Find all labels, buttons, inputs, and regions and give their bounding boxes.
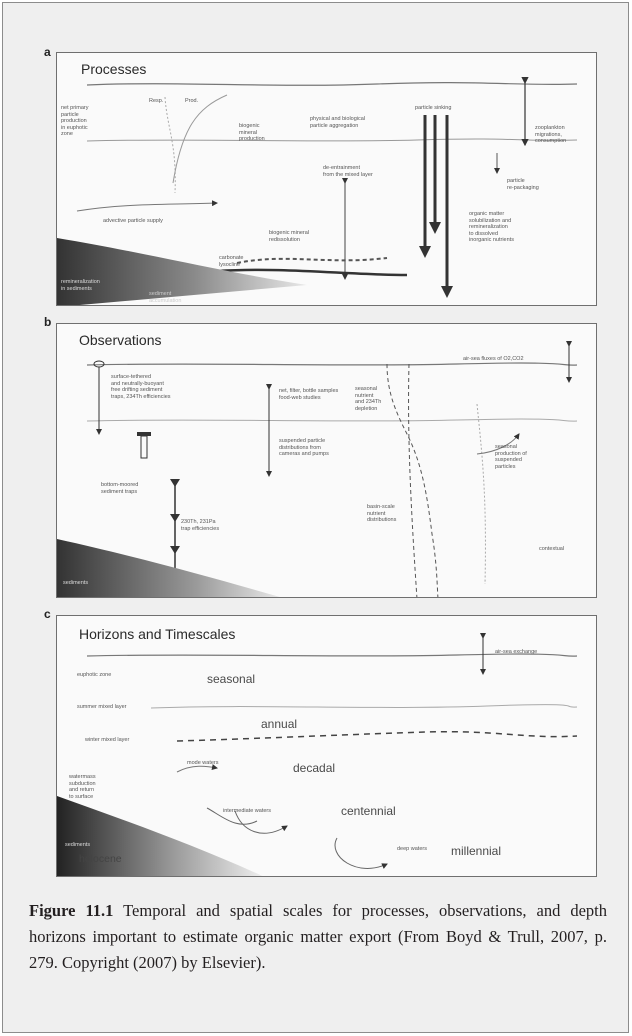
horizons-diagram (57, 633, 578, 876)
label-decadal: decadal (293, 761, 336, 775)
panel-c-title: Horizons and Timescales (79, 626, 236, 642)
label-repackaging: particle re-packaging (507, 178, 539, 191)
label-particle-sinking: particle sinking (415, 105, 452, 111)
label-mode-waters: mode waters (187, 760, 219, 766)
label-basin-scale: basin-scale nutrient distributions (367, 504, 397, 523)
mixed-layer-line (86, 418, 578, 422)
label-lysocline: carbonate lysocline (219, 255, 244, 268)
panel-observations: Observations air-sea fluxes of O2,CO2 su… (56, 323, 597, 598)
label-bottom-traps: bottom-moored sediment traps (101, 482, 139, 495)
panel-a-title: Processes (81, 61, 147, 77)
summer-mixed-line (150, 704, 578, 709)
panel-processes: Processes net primary particle productio… (56, 52, 597, 306)
label-centennial: centennial (341, 804, 396, 818)
label-holocene: holocene (79, 853, 122, 865)
label-trap-efficiencies: 230Th, 231Pa trap efficiencies (181, 519, 220, 532)
label-remineralization: remineralization in sediments (61, 279, 100, 292)
label-sediments: sediments (63, 580, 89, 586)
label-watermass: watermass subduction and return to surfa… (69, 774, 96, 800)
label-contextual: contextual (539, 546, 565, 552)
label-air-sea-exchange: air-sea exchange (495, 649, 538, 655)
sediment-wedge (57, 238, 307, 305)
label-advective: advective particle supply (103, 218, 163, 224)
label-seasonal: seasonal (207, 672, 256, 686)
label-solubilization: organic matter solubilization and remine… (469, 211, 514, 243)
label-seasonal-production: seasonal production of suspended particl… (495, 444, 527, 470)
winter-mixed-line (176, 730, 578, 742)
panel-b-letter: b (44, 315, 52, 329)
label-sediments: sediments (65, 842, 91, 848)
label-deep-waters: deep waters (397, 846, 427, 852)
figure-number: Figure 11.1 (29, 901, 114, 920)
prod-resp-curve (164, 96, 176, 194)
label-resp: Resp. (149, 98, 164, 104)
panel-b-title: Observations (79, 332, 162, 348)
processes-diagram (57, 77, 578, 305)
label-winter-mixed: winter mixed layer (85, 737, 130, 743)
label-zooplankton: zooplankton migrations, consumption (535, 125, 567, 144)
label-intermediate: intermediate waters (223, 808, 271, 814)
label-summer-mixed: summer mixed layer (77, 704, 127, 710)
observations-diagram (57, 341, 578, 597)
caption-text: Temporal and spatial scales for processe… (29, 901, 607, 972)
label-seasonal-nutrient: seasonal nutrient and 234Th depletion (355, 386, 382, 412)
label-redissolution: biogenic mineral redissolution (269, 230, 310, 243)
panel-a-letter: a (44, 45, 51, 59)
label-prod: Prod. (185, 98, 199, 104)
panel-horizons: Horizons and Timescales air-sea exchange… (56, 615, 597, 877)
sediment-wedge (57, 796, 263, 876)
label-millennial: millennial (451, 844, 502, 858)
figure-caption: Figure 11.1 Temporal and spatial scales … (29, 898, 607, 976)
panel-c-letter: c (44, 607, 51, 621)
label-de-entrainment: de-entrainment from the mixed layer (323, 165, 373, 178)
label-annual: annual (261, 717, 298, 731)
sea-surface-line (86, 362, 578, 366)
label-suspended: suspended particle distributions from ca… (279, 438, 329, 457)
label-sediment-accumulation: sediment accumulation (149, 291, 182, 304)
label-net-filter: net, filter, bottle samples food-web stu… (279, 388, 339, 401)
mixed-layer-line (86, 138, 578, 142)
label-biogenic-production: biogenic mineral production (239, 123, 265, 142)
label-surface-traps: surface-tethered and neutrally-buoyant f… (111, 374, 171, 400)
sediment-wedge (57, 539, 280, 597)
sea-surface-line (86, 653, 578, 657)
label-euphotic: euphotic zone (77, 672, 112, 678)
label-net-primary: net primary particle production in eupho… (61, 105, 89, 137)
label-aggregation: physical and biological particle aggrega… (310, 116, 366, 129)
sea-surface-line (86, 81, 578, 86)
label-air-sea-fluxes: air-sea fluxes of O2,CO2 (463, 356, 524, 362)
